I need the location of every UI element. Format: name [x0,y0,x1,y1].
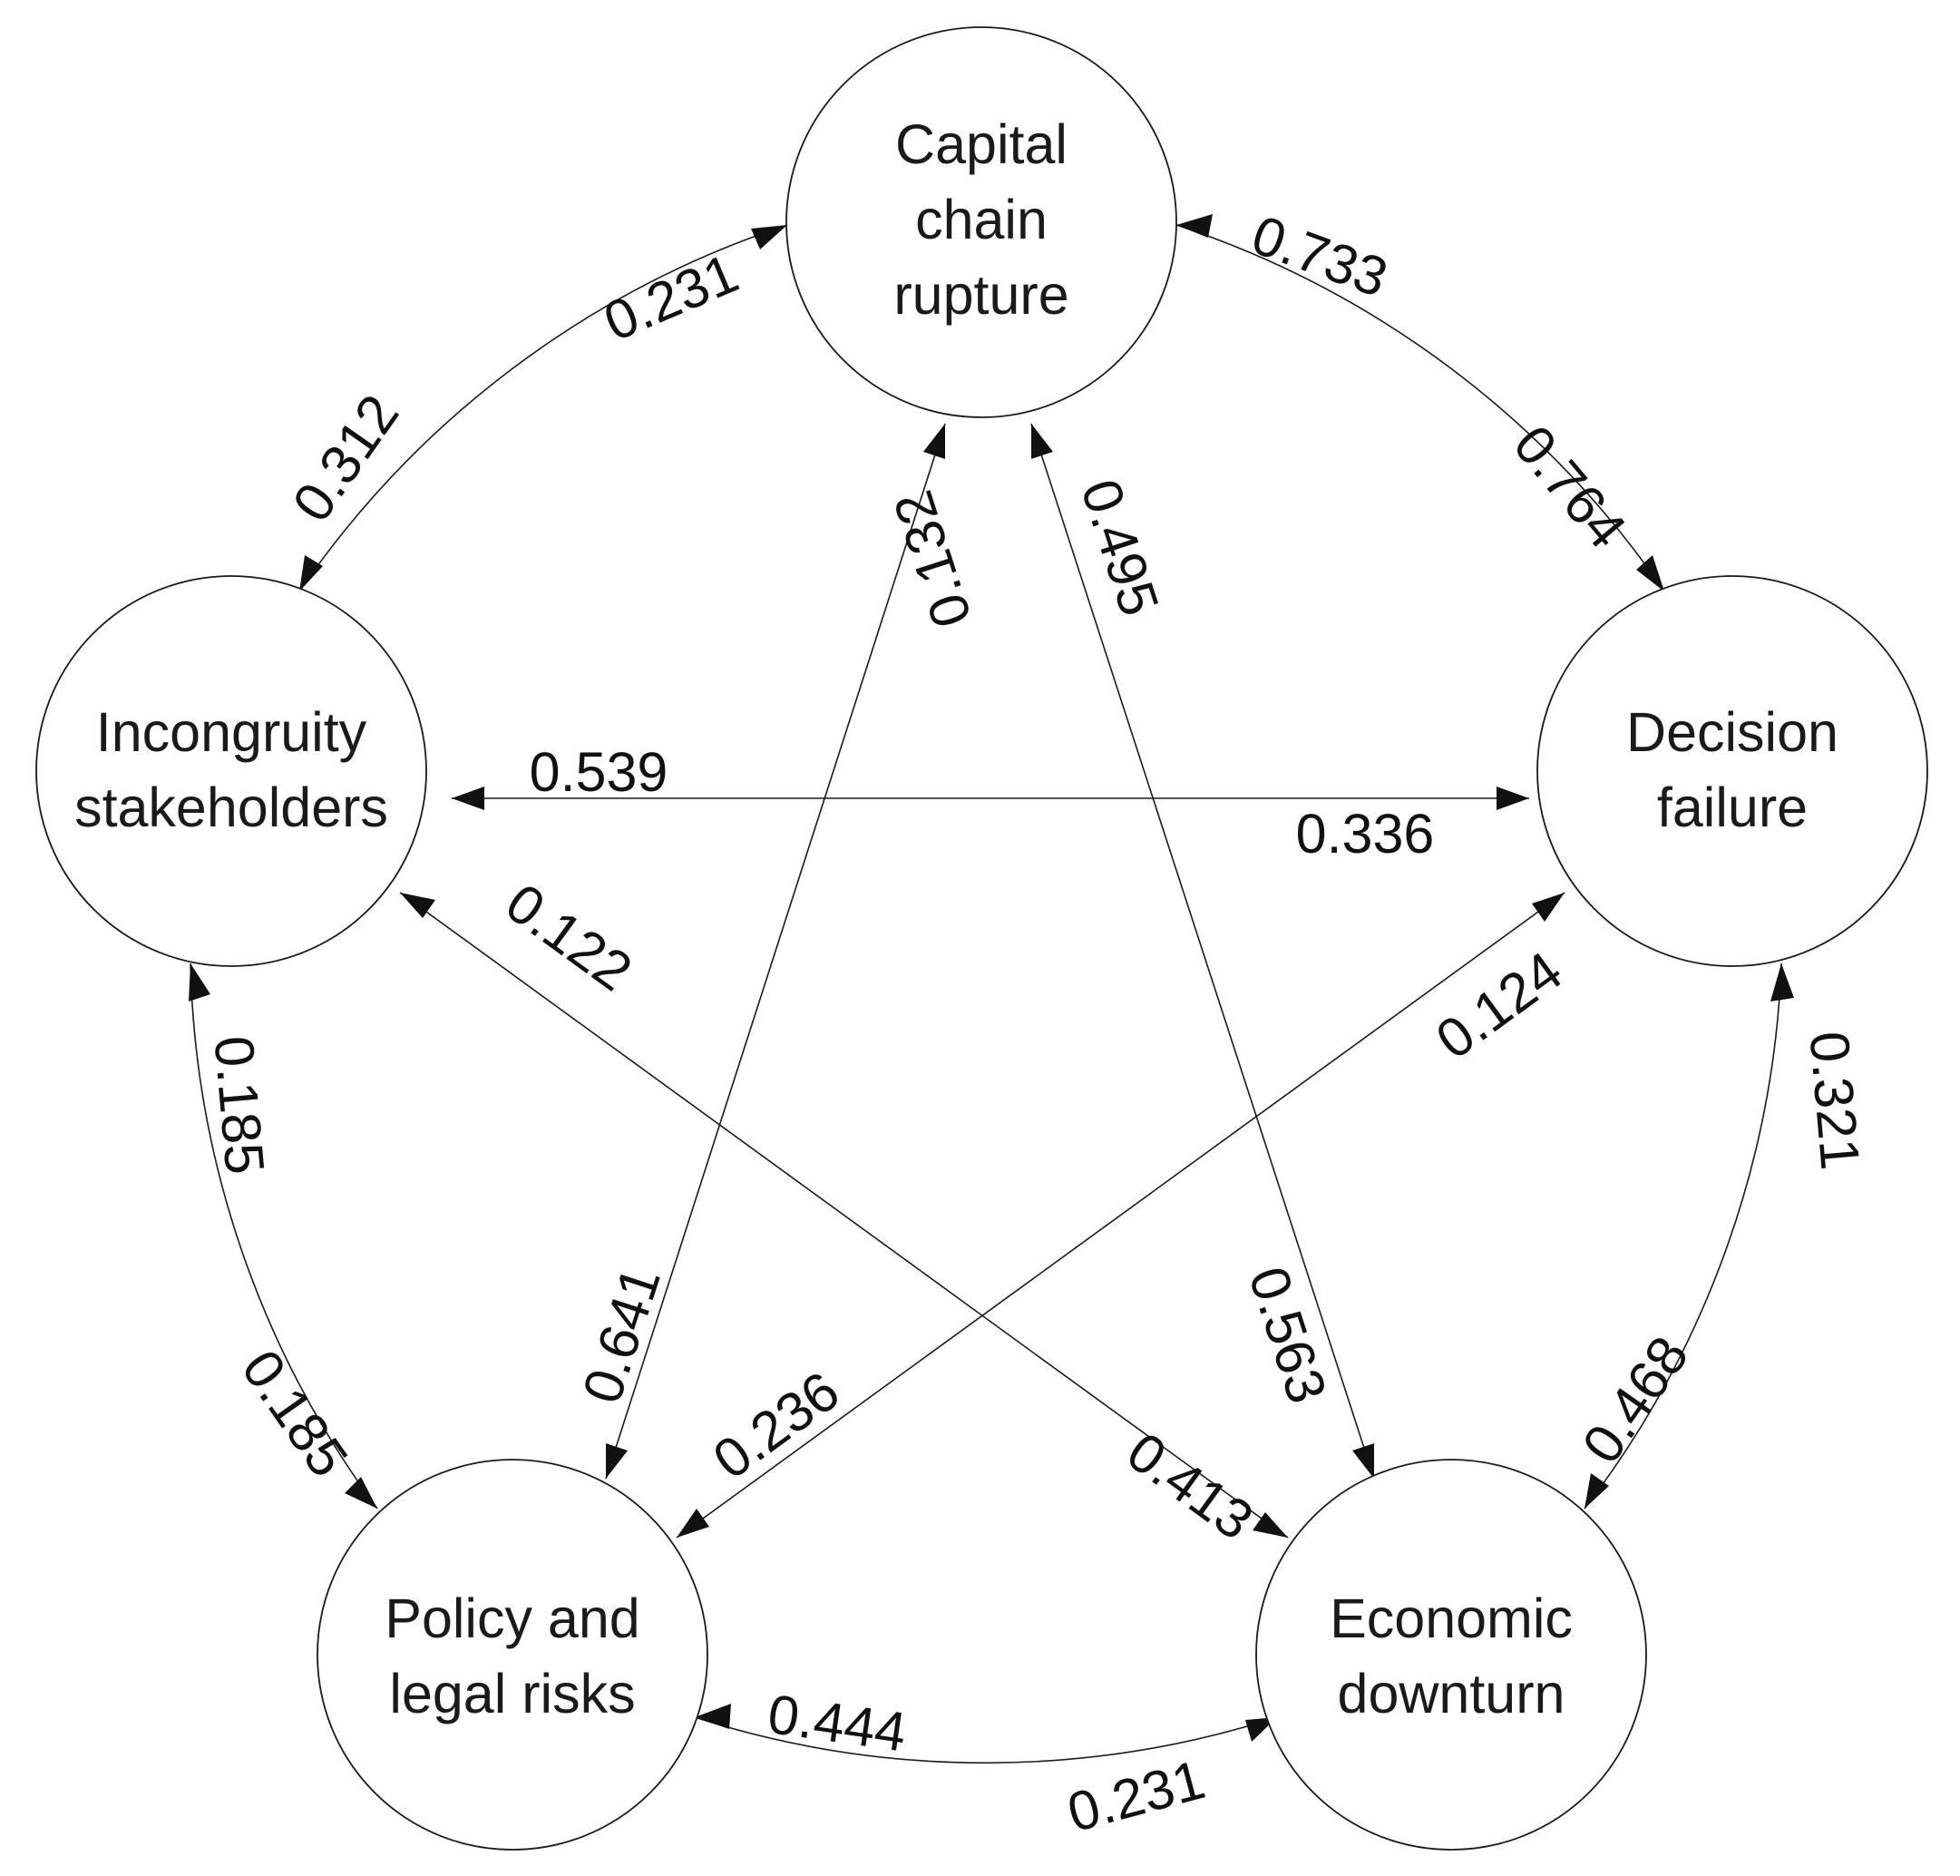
node-circle [1255,1459,1647,1851]
edge-policy-decision [676,892,1565,1539]
node-label-line: rupture [893,264,1068,326]
edge-policy-incongruity [190,962,378,1510]
arrowhead [751,225,787,249]
node-capital-chain-rupture: Capital chain rupture [785,26,1177,418]
node-label-line: Capital [895,113,1068,175]
arrowhead [1497,787,1529,810]
edge-weight-label: 0.321 [1798,1029,1871,1172]
node-circle [785,26,1177,418]
arrowhead [189,963,210,1002]
arrowhead [677,1509,709,1538]
edge-weight-label: 0.495 [1069,472,1171,622]
edge-economic-policy [694,1716,1278,1764]
node-label-line: chain [915,189,1048,250]
edge-capital-economic [1030,423,1375,1480]
node-economic-downturn: Economic downturn [1255,1459,1647,1851]
arrowhead [1770,963,1794,1002]
arrowhead [1253,1512,1288,1538]
arrowhead [1176,214,1213,238]
node-label-line: Policy and [385,1588,639,1649]
node-label-line: failure [1657,777,1808,838]
node-label-line: stakeholders [74,777,388,838]
arrowhead [452,787,484,810]
arrowhead [345,1477,377,1509]
node-label-line: Decision [1626,701,1838,763]
arrowhead [400,893,435,918]
arrowhead [1636,555,1664,591]
arrowhead [299,555,323,591]
edge-weight-label: 0.539 [530,741,668,803]
edge-weight-label: 0.185 [202,1033,276,1177]
edge-weight-label: 0.336 [1296,803,1435,865]
arrowhead [1352,1443,1374,1479]
edge-weight-label: 0.413 [1117,1421,1264,1552]
edge-weight-label: 0.132 [882,484,983,634]
edges [190,224,1782,1764]
node-label-line: Incongruity [96,701,367,763]
node-label-line: Economic [1330,1588,1573,1649]
arrowhead [1532,893,1565,922]
arrowheads [189,214,1794,1742]
edge-policy-capital [605,423,946,1480]
arrowhead [1031,424,1053,459]
edge-capital-decision [1175,224,1665,592]
node-circle [35,575,427,967]
edge-weight-label: 0.733 [1244,203,1396,308]
edge-weight-label: 0.764 [1502,414,1638,560]
edge-weight-label: 0.122 [495,872,643,1003]
edge-weight-label: 0.236 [702,1360,850,1491]
arrowhead [695,1704,731,1729]
edge-incongruity-economic [399,892,1289,1539]
edge-weight-label: 0.185 [230,1339,360,1488]
node-decision-failure: Decision failure [1536,575,1928,967]
arrowhead [923,424,945,459]
node-label-line: downturn [1338,1663,1565,1725]
edge-incongruity-capital [298,224,788,592]
node-policy-and-legal-risks: Policy and legal risks [317,1459,708,1851]
edge-weight-label: 0.231 [595,242,746,353]
node-incongruity-stakeholders: Incongruity stakeholders [35,575,427,967]
node-label-line: legal risks [389,1663,635,1725]
edge-decision-economic [1584,962,1782,1510]
edge-weight-label: 0.231 [1061,1748,1211,1843]
arrowhead [606,1443,628,1479]
node-circle [1536,575,1928,967]
node-circle [317,1459,708,1851]
edge-weight-label: 0.124 [1425,940,1573,1071]
edge-weight-label: 0.312 [280,384,410,533]
arrowhead [1585,1473,1609,1509]
edge-weight-label: 0.468 [1570,1325,1700,1474]
edge-weight-label: 0.444 [765,1683,911,1764]
edge-weight-label: 0.563 [1237,1259,1339,1410]
edge-weight-label: 0.641 [570,1259,672,1410]
